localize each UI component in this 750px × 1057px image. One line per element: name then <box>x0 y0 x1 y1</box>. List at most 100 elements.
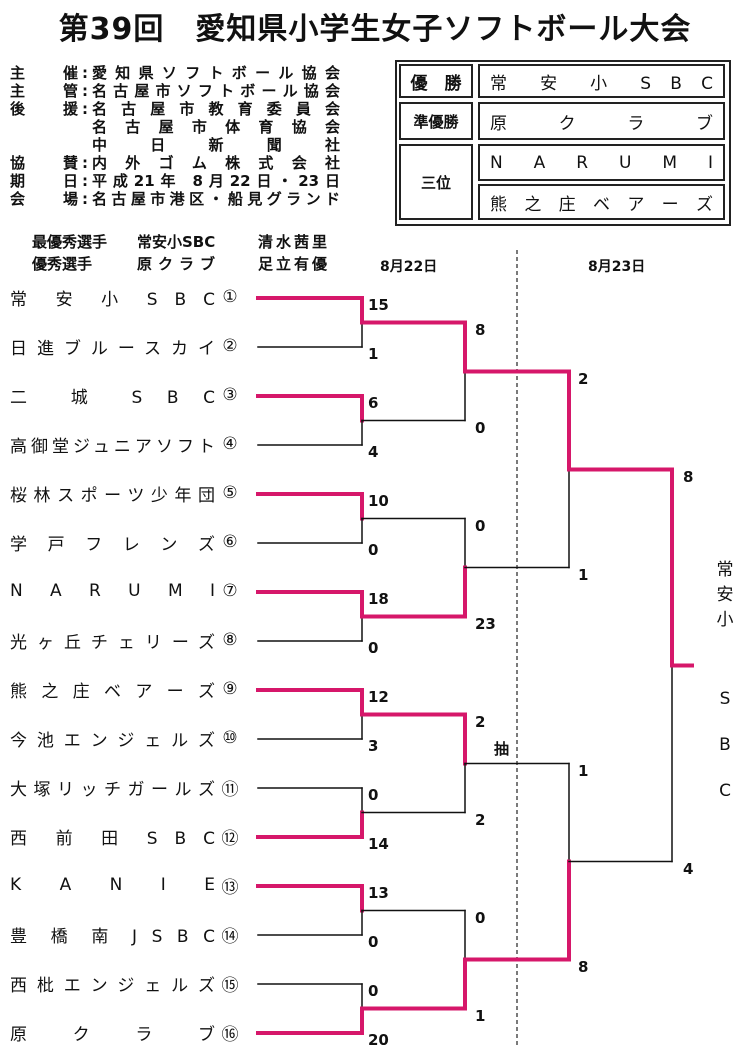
info-row: 協賛:内 外 ゴ ム 株 式 会 社 <box>10 154 340 172</box>
excellent-name: 足立有優 <box>258 255 331 273</box>
team-number: ⑧ <box>222 630 238 650</box>
team-name: 日進ブルースカイ <box>10 338 215 359</box>
info-label: 後援 <box>10 100 78 118</box>
team-name: 原 ク ラ ブ <box>10 1024 215 1045</box>
runner-up-label: 準優勝 <box>399 102 473 140</box>
team-name: 学 戸 フ レ ン ズ <box>10 534 215 555</box>
info-colon: : <box>82 154 88 172</box>
team-row: 二 城 S B C ③ <box>10 384 250 408</box>
lottery-mark: 抽 <box>494 740 510 758</box>
info-colon: : <box>82 190 88 208</box>
info-value: 平成21年 8月22日・23日 <box>92 172 340 190</box>
team-row: K A N I E ⑬ <box>10 874 250 898</box>
team-row: 大塚リッチガールズ ⑪ <box>10 776 250 800</box>
info-row: 期日:平成21年 8月22日・23日 <box>10 172 340 190</box>
team-name: 今池エンジェルズ <box>10 730 215 751</box>
info-row: 会場:名古屋市港区・船見グランド <box>10 190 340 208</box>
info-row: 主催:愛知県ソフトボール協会 <box>10 64 340 82</box>
champion-team: 常 安 小 S B C <box>490 73 713 94</box>
team-row: 熊 之 庄 ベ ア ー ズ ⑨ <box>10 678 250 702</box>
team-number: ⑯ <box>221 1024 239 1045</box>
team-row: 豊 橋 南 J S B C ⑭ <box>10 923 250 947</box>
team-number: ⑩ <box>222 728 238 748</box>
team-name: 西枇エンジェルズ <box>10 975 215 996</box>
team-number: ⑤ <box>222 483 238 503</box>
match-score: 0 <box>368 933 379 951</box>
match-score: 1 <box>368 345 379 363</box>
mvp-name: 清水茜里 <box>258 233 331 251</box>
match-score: 20 <box>368 1031 389 1049</box>
champion-cell: 常 安 小 S B C <box>478 64 725 98</box>
info-label: 主催 <box>10 64 78 82</box>
team-name: 豊 橋 南 J S B C <box>10 926 215 947</box>
info-value: 愛知県ソフトボール協会 <box>92 64 340 82</box>
info-label: 期日 <box>10 172 78 190</box>
champion-char: C <box>719 781 731 801</box>
team-row: 光ヶ丘チェリーズ ⑧ <box>10 629 250 653</box>
team-number: ④ <box>222 434 238 454</box>
team-row: 桜林スポーツ少年団 ⑤ <box>10 482 250 506</box>
match-score: 1 <box>475 1006 486 1025</box>
team-number: ⑫ <box>221 828 239 849</box>
team-row: 西 前 田 S B C ⑫ <box>10 825 250 849</box>
team-name: 西 前 田 S B C <box>10 828 215 849</box>
match-score: 0 <box>368 639 379 657</box>
team-number: ⑨ <box>222 679 238 699</box>
team-name: 大塚リッチガールズ <box>10 779 215 800</box>
team-number: ③ <box>222 385 238 405</box>
team-name: 常 安 小 S B C <box>10 289 215 310</box>
third-cell-2: 熊 之 庄 ベ ア ー ズ <box>478 184 725 220</box>
match-score: 15 <box>368 296 389 314</box>
champion-char: B <box>719 735 731 755</box>
info-value: 名 古 屋 市 体 育 協 会 <box>92 118 340 136</box>
team-number: ⑦ <box>222 581 238 601</box>
info-row: 後援:名 古 屋 市 教 育 委 員 会 <box>10 100 340 118</box>
info-colon: : <box>82 64 88 82</box>
info-row: 主管:名古屋市ソフトボール協会 <box>10 82 340 100</box>
match-score: 23 <box>475 614 496 633</box>
runner-up-cell: 原 ク ラ ブ <box>478 102 725 140</box>
team-name: 熊 之 庄 ベ ア ー ズ <box>10 681 215 702</box>
match-score: 18 <box>368 590 389 608</box>
team-number: ② <box>222 336 238 356</box>
results-table: 優 勝 常 安 小 S B C 準優勝 原 ク ラ ブ 三位 N A R U M… <box>395 60 731 226</box>
info-row: 中 日 新 聞 社 <box>10 136 340 154</box>
info-value: 内 外 ゴ ム 株 式 会 社 <box>92 154 340 172</box>
team-row: 原 ク ラ ブ ⑯ <box>10 1021 250 1045</box>
champion-char: S <box>719 689 731 709</box>
champion-char: 小 <box>716 610 734 630</box>
mvp-team: 常安小SBC <box>137 233 216 251</box>
match-score: 4 <box>683 859 694 878</box>
info-label: 会場 <box>10 190 78 208</box>
excellent-team: 原クラブ <box>137 255 222 273</box>
info-value: 名 古 屋 市 教 育 委 員 会 <box>92 100 340 118</box>
excellent-label: 優秀選手 <box>32 255 93 273</box>
team-name: 光ヶ丘チェリーズ <box>10 632 215 653</box>
match-score: 8 <box>475 320 486 339</box>
match-score: 0 <box>368 786 379 804</box>
team-name: K A N I E <box>10 875 215 895</box>
team-name: 二 城 S B C <box>10 387 215 408</box>
champion-char: 安 <box>716 585 734 605</box>
match-score: 4 <box>368 443 379 461</box>
page-title: 第39回 愛知県小学生女子ソフトボール大会 <box>58 12 692 47</box>
champion-char: 常 <box>716 560 734 580</box>
team-number: ① <box>222 287 238 307</box>
info-colon: : <box>82 100 88 118</box>
match-score: 10 <box>368 492 389 510</box>
match-score: 0 <box>368 541 379 559</box>
team-number: ⑪ <box>221 779 239 800</box>
day2-header: 8月23日 <box>588 259 646 275</box>
team-number: ⑬ <box>221 877 239 898</box>
team-number: ⑭ <box>221 926 239 947</box>
match-score: 14 <box>368 835 389 853</box>
info-value: 中 日 新 聞 社 <box>92 136 340 154</box>
team-name: 桜林スポーツ少年団 <box>10 485 215 506</box>
info-label: 協賛 <box>10 154 78 172</box>
info-colon: : <box>82 82 88 100</box>
